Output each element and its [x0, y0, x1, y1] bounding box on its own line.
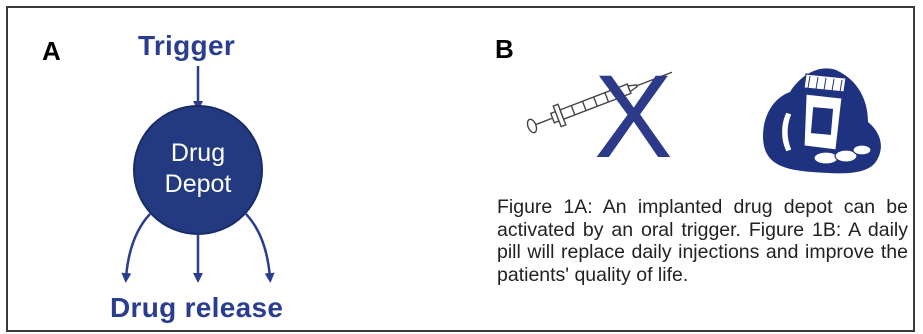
depot-label-line1: Drug — [170, 139, 226, 167]
release-arrow-right — [245, 213, 275, 283]
release-arrow-left — [121, 213, 151, 283]
figure-caption: Figure 1A: An implanted drug depot can b… — [497, 196, 908, 286]
cross-out-mark: X — [594, 51, 673, 183]
syringe-icon — [526, 71, 673, 134]
panel-a-label: A — [42, 36, 61, 66]
depot-label-line2: Depot — [164, 170, 232, 198]
drug-release-label: Drug release — [110, 292, 284, 323]
panel-b-label: B — [495, 34, 514, 64]
trigger-label: Trigger — [138, 30, 236, 61]
pill-bottle-icon — [763, 68, 881, 174]
